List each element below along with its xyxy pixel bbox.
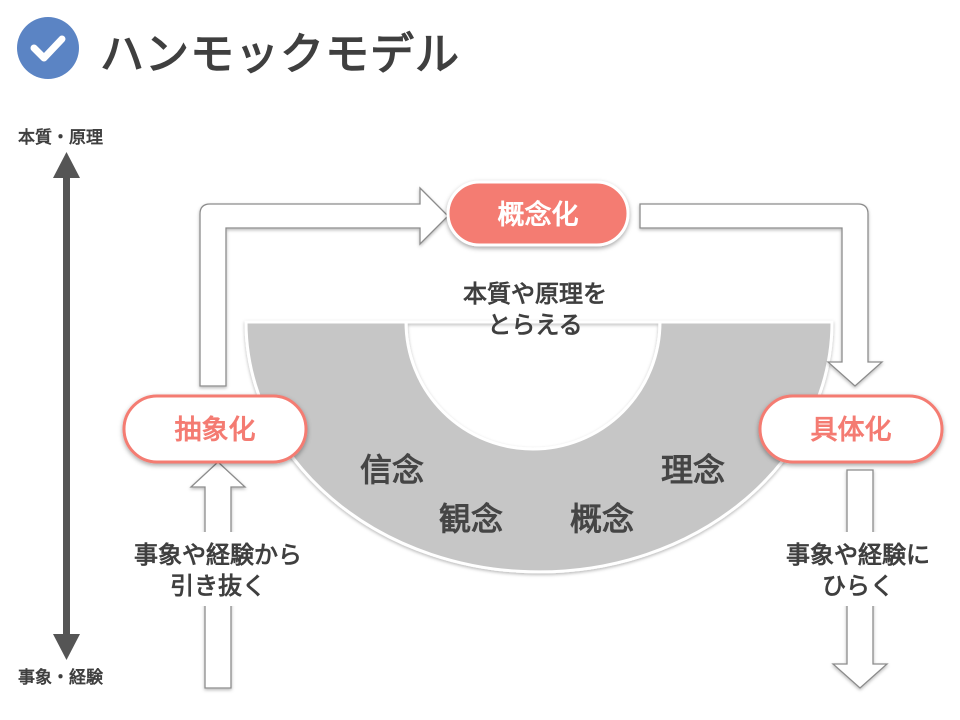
hammock-arc	[244, 320, 834, 574]
node-conceptualization: 概念化	[446, 180, 630, 247]
axis-bottom-label: 事象・経験	[18, 667, 104, 688]
concretization-caption-line1: 事象や経験に	[786, 541, 930, 569]
node-concretization-label: 具体化	[811, 415, 892, 446]
check-circle-icon	[17, 17, 79, 79]
node-abstraction: 抽象化	[122, 394, 308, 464]
concretization-caption-background	[756, 532, 956, 606]
conceptualization-caption-line2: とらえる	[487, 311, 582, 339]
hammock-word-concept: 概念	[570, 500, 634, 538]
vertical-axis-arrow	[53, 152, 80, 660]
arrow-abstraction-to-conceptualization	[199, 186, 449, 387]
node-concretization: 具体化	[758, 394, 944, 464]
hammock-word-idea: 観念	[439, 500, 503, 538]
abstraction-caption-line2: 引き抜く	[170, 572, 266, 600]
node-conceptualization-label: 概念化	[498, 199, 579, 231]
page-title: ハンモックモデル	[100, 29, 460, 80]
abstraction-caption-line1: 事象や経験から	[134, 541, 302, 569]
node-abstraction-label: 抽象化	[175, 414, 256, 446]
concretization-caption-line2: ひらく	[822, 572, 894, 600]
hammock-word-principle: 理念	[661, 451, 725, 489]
abstraction-caption-background	[106, 532, 330, 606]
conceptualization-caption-line1: 本質や原理を	[463, 280, 607, 308]
axis-top-label: 本質・原理	[18, 127, 103, 148]
hammock-word-belief: 信念	[360, 451, 424, 489]
arrow-conceptualization-to-concretization	[639, 203, 884, 387]
